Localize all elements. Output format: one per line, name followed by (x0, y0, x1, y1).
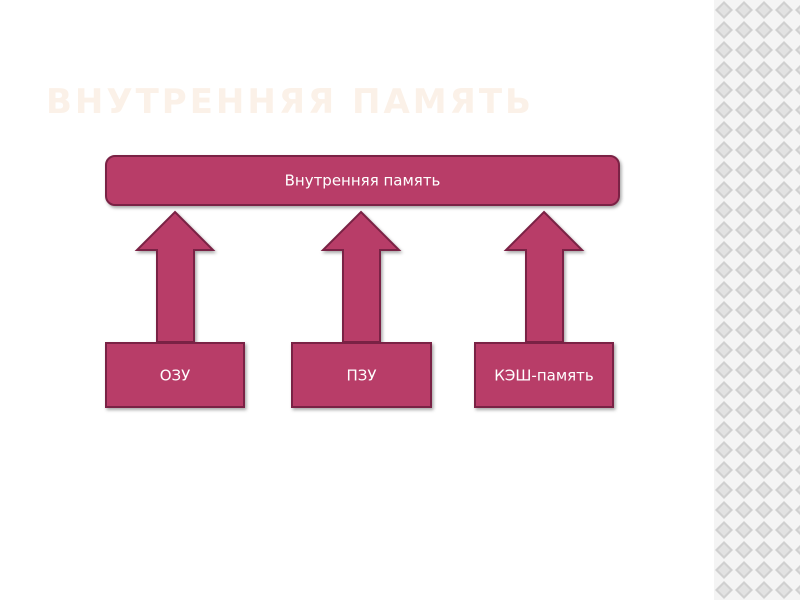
node-cache-memory-label: КЭШ-память (494, 367, 594, 385)
decorative-pattern-strip (714, 0, 800, 600)
top-node-label: Внутренняя память (285, 172, 441, 190)
arrow-ozu-to-internal-memory (134, 210, 216, 343)
node-pzu-label: ПЗУ (346, 367, 376, 385)
arrow-cache-to-internal-memory (503, 210, 585, 343)
top-node-internal-memory: Внутренняя память (105, 155, 620, 206)
memory-diagram: Внутренняя память ОЗУ ПЗУ КЭШ-память (105, 155, 620, 408)
node-pzu: ПЗУ (291, 342, 432, 408)
arrow-pzu-to-internal-memory (320, 210, 402, 343)
node-ozu-label: ОЗУ (160, 367, 191, 385)
node-ozu: ОЗУ (105, 342, 245, 408)
node-cache-memory: КЭШ-память (474, 342, 614, 408)
slide-title: ВНУТРЕННЯЯ ПАМЯТЬ (46, 82, 534, 122)
